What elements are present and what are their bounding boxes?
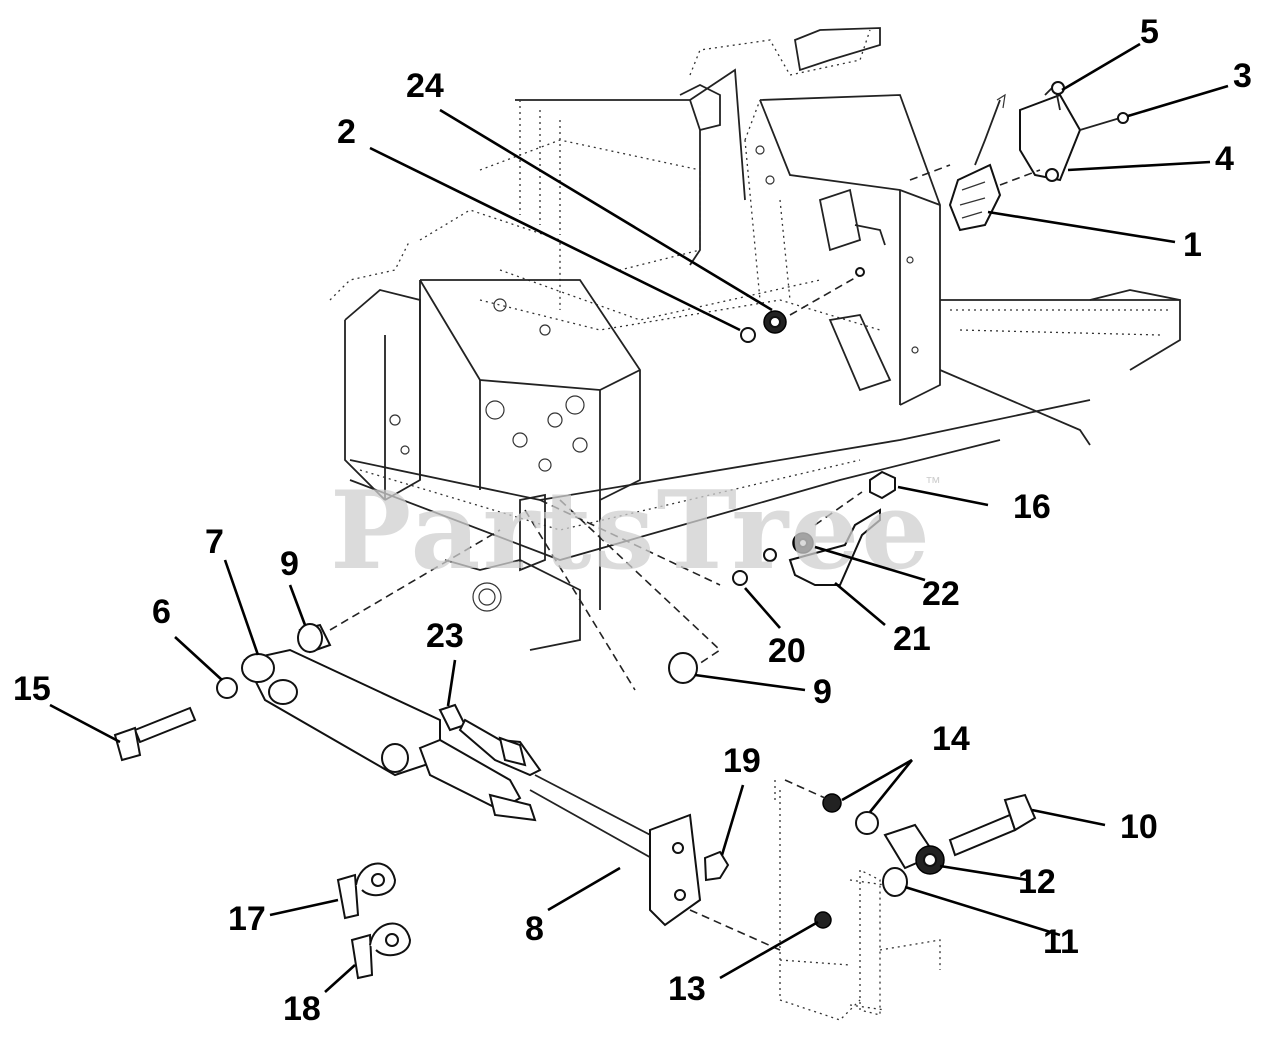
part-3-4-5-hardware	[909, 81, 1131, 186]
callout-17: 17	[228, 900, 266, 938]
callout-16: 16	[1013, 488, 1051, 526]
part-9-spacer-upper	[297, 623, 332, 654]
callout-4: 4	[1215, 140, 1234, 178]
callout-11: 11	[1043, 923, 1079, 961]
tractor-frame	[329, 27, 1181, 651]
callout-12: 12	[1018, 863, 1056, 901]
part-20-washer	[732, 570, 748, 586]
part-7-cylinder	[241, 648, 537, 822]
callout-1: 1	[1183, 226, 1202, 264]
part-8-link	[529, 774, 702, 927]
callout-24: 24	[406, 67, 444, 105]
part-19-nut	[703, 850, 730, 882]
callout-18: 18	[283, 990, 321, 1028]
callout-9-lower: 9	[813, 673, 832, 711]
part-15-bolt	[113, 706, 197, 762]
watermark-trademark: ™	[925, 475, 941, 492]
part-11-washer	[882, 867, 908, 897]
callout-22: 22	[922, 575, 960, 613]
part-10-bolt	[948, 793, 1037, 857]
callout-8: 8	[525, 910, 544, 948]
callout-5: 5	[1140, 13, 1159, 51]
part-23-rod	[438, 703, 542, 777]
lower-bracket	[689, 780, 941, 1021]
part-14-nut-b	[855, 811, 879, 835]
callout-23: 23	[426, 617, 464, 655]
part-1-switch	[948, 93, 1006, 232]
callout-10: 10	[1120, 808, 1158, 846]
parts	[113, 81, 1131, 1021]
callout-9-upper: 9	[280, 545, 299, 583]
part-12-fitting	[883, 823, 945, 875]
callout-20: 20	[768, 632, 806, 670]
part-2-nut	[740, 327, 756, 343]
callout-6: 6	[152, 593, 171, 631]
watermark-text: PartsTree	[330, 468, 930, 594]
callout-14: 14	[932, 720, 970, 758]
part-18-clip	[350, 922, 412, 980]
callout-19: 19	[723, 742, 761, 780]
watermark: PartsTree ™	[330, 468, 941, 594]
callout-15: 15	[13, 670, 51, 708]
callout-13: 13	[668, 970, 706, 1008]
part-17-clip	[336, 862, 397, 920]
callout-21: 21	[893, 620, 931, 658]
callout-3: 3	[1233, 57, 1252, 95]
callout-7: 7	[205, 523, 224, 561]
part-9-spacer-lower	[668, 652, 698, 684]
part-21-arm	[763, 470, 896, 586]
callout-2: 2	[337, 113, 356, 151]
callout-labels: 1 2 3 4 5 6 7 8 9 9 10 11 12 13 14 15 16…	[13, 13, 1252, 1028]
part-14-nut-a	[822, 793, 842, 813]
part-13-nut	[814, 911, 832, 929]
part-6-washer	[216, 677, 238, 699]
leader-lines	[49, 42, 1229, 993]
